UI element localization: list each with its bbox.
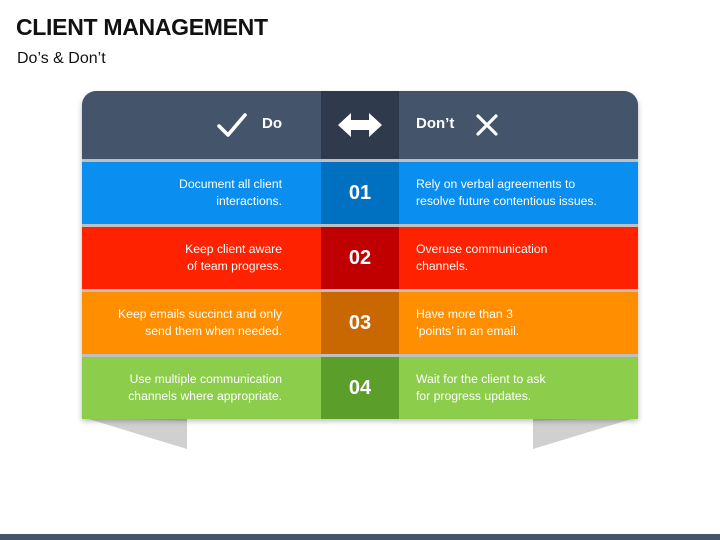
row-4-do-cell: Use multiple communication channels wher… (82, 357, 282, 419)
double-arrow-icon (338, 113, 382, 137)
row-1-number: 01 (348, 182, 372, 204)
row-4-do-text: Use multiple communication channels wher… (128, 372, 282, 403)
row-1-dont-text: Rely on verbal agreements to resolve fut… (416, 177, 597, 208)
row-3-number: 03 (348, 312, 372, 334)
row-2-do-cell: Keep client aware of team progress. (82, 227, 282, 289)
row-4-dont-cell: Wait for the client to ask for progress … (416, 357, 631, 419)
board-header: Do Don’t (82, 91, 638, 159)
row-3-center (321, 292, 399, 354)
row-2-center (321, 227, 399, 289)
x-icon (476, 114, 498, 136)
row-3-separator (82, 354, 638, 357)
row-2-dont-cell: Overuse communication channels. (416, 227, 631, 289)
row-4-dont-text: Wait for the client to ask for progress … (416, 372, 546, 403)
header-separator (82, 159, 638, 162)
row-1-separator (82, 224, 638, 227)
row-2: 02 Keep client aware of team progress. O… (82, 227, 638, 289)
row-4-number: 04 (348, 377, 372, 399)
check-icon (217, 113, 247, 137)
dos-donts-board: Do Don’t 01 Document all client interact… (82, 91, 638, 419)
row-3-do-text: Keep emails succinct and only send them … (118, 307, 282, 338)
row-2-separator (82, 289, 638, 292)
row-1-do-cell: Document all client interactions. (82, 162, 282, 224)
footer-bar (0, 534, 720, 540)
slide-subtitle: Do’s & Don’t (17, 50, 106, 67)
row-3: 03 Keep emails succinct and only send th… (82, 292, 638, 354)
row-1: 01 Document all client interactions. Rel… (82, 162, 638, 224)
row-4: 04 Use multiple communication channels w… (82, 357, 638, 419)
stand-right-shadow (533, 417, 638, 449)
row-2-do-text: Keep client aware of team progress. (185, 242, 282, 273)
row-2-dont-text: Overuse communication channels. (416, 242, 548, 273)
row-1-do-text: Document all client interactions. (179, 177, 282, 208)
slide-title: CLIENT MANAGEMENT (16, 14, 268, 40)
row-3-dont-cell: Have more than 3 ‘points’ in an email. (416, 292, 631, 354)
row-2-number: 02 (348, 247, 372, 269)
dont-column-heading: Don’t (416, 115, 455, 132)
row-1-dont-cell: Rely on verbal agreements to resolve fut… (416, 162, 631, 224)
row-4-center (321, 357, 399, 419)
row-1-center (321, 162, 399, 224)
do-column-heading: Do (262, 115, 282, 132)
stand-left-shadow (82, 417, 187, 449)
row-3-do-cell: Keep emails succinct and only send them … (82, 292, 282, 354)
row-3-dont-text: Have more than 3 ‘points’ in an email. (416, 307, 520, 338)
